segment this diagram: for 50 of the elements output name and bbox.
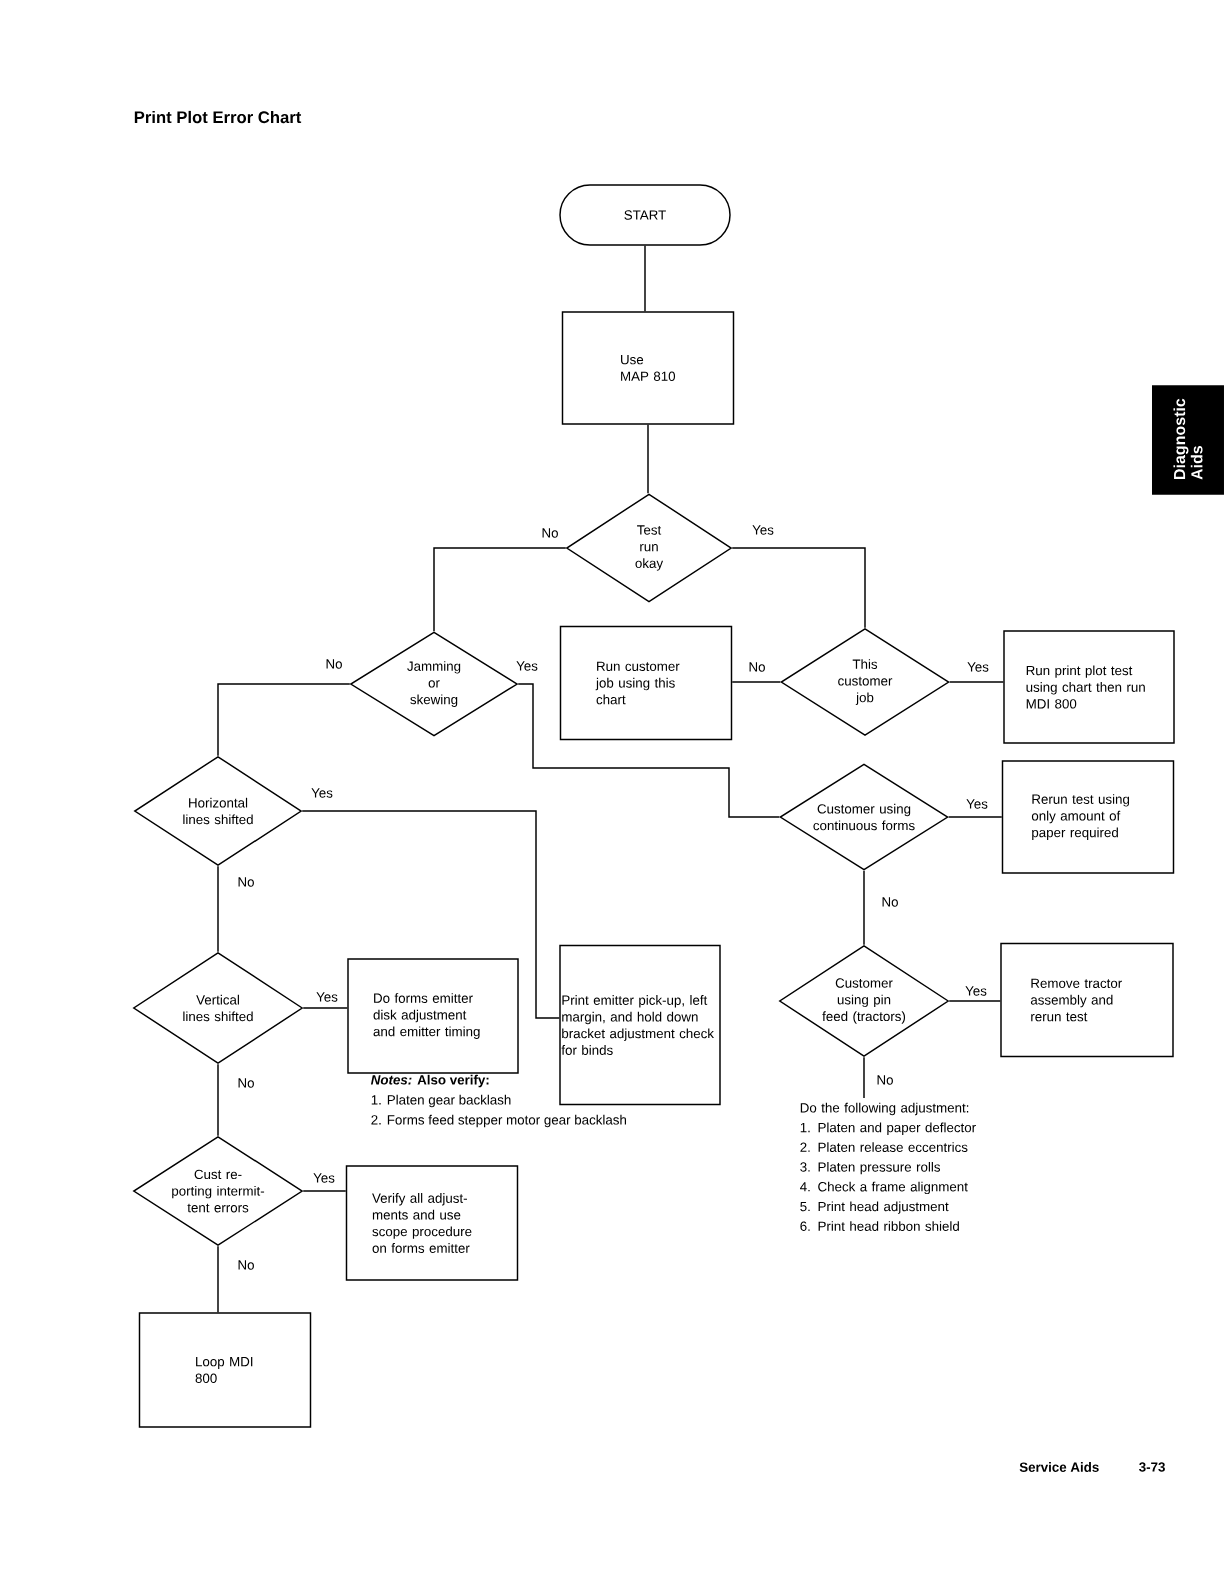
connector-line [948, 816, 1003, 818]
edge-label: Yes [963, 985, 989, 997]
connector-line [863, 870, 865, 946]
start-terminal: START [559, 184, 731, 246]
side-tab: Diagnostic Aids [1152, 385, 1224, 495]
connector-line [217, 1245, 219, 1313]
process-box: Run customer job using this chart [559, 625, 733, 741]
connector-line [647, 424, 649, 494]
connector-line [217, 1063, 219, 1137]
connector-line [302, 1190, 347, 1192]
edge-label: No [747, 661, 767, 673]
process-box: Rerun test using only amount of paper required [1001, 760, 1175, 874]
footer-text: Service Aids [1019, 1462, 1099, 1472]
edge-label: Yes [965, 661, 991, 673]
process-box: Do forms emitter disk adjustment and emitter timing [347, 958, 519, 1074]
edge-label: No [324, 658, 344, 670]
edge-label: Yes [309, 787, 335, 799]
process-box: Remove tractor assembly and rerun test [1000, 942, 1174, 1058]
edge-label: No [880, 896, 900, 908]
edge-label: Yes [311, 1172, 337, 1184]
connector-line [302, 1007, 348, 1009]
process-box: Print emitter pick-up, left margin, and hold down bracket adjustment check for binds [559, 944, 721, 1106]
connector-line [217, 865, 219, 953]
edge-label: Yes [750, 524, 776, 536]
edge-label: Yes [964, 798, 990, 810]
edge-label: No [236, 1077, 256, 1089]
connector-line [301, 810, 560, 1019]
process-box: Run print plot test using chart then run MDI 800 [1003, 630, 1175, 744]
edge-label: No [236, 1259, 256, 1271]
connector-line [217, 683, 351, 757]
connector-line [863, 1056, 865, 1099]
edge-label: No [875, 1074, 895, 1086]
connector-line [949, 681, 1004, 683]
process-box: Use MAP 810 [561, 311, 735, 425]
title: Print Plot Error Chart [134, 110, 302, 124]
connector-line [517, 683, 780, 818]
connector-line [731, 681, 781, 683]
connector-line [731, 547, 866, 629]
edge-label: No [236, 876, 256, 888]
process-box: Verify all adjust- ments and use scope procedure on forms emitter [345, 1165, 519, 1281]
connector-line [433, 547, 567, 632]
adjustment-list: Do the following adjustment: 1. Platen and paper deflector 2. Platen release eccentrics 3. Platen pressure rolls 4. Check a frame alignment 5. Print head adjustment 6. Print head ribbon shield [800, 1102, 976, 1231]
edge-label: Yes [314, 991, 340, 1003]
page-number: 3-73 [1139, 1462, 1165, 1472]
note-item: 1. Platen gear backlash [371, 1094, 511, 1108]
note-item: 2. Forms feed stepper motor gear backlash [371, 1114, 626, 1128]
edge-label: No [540, 527, 560, 539]
process-box: Loop MDI 800 [138, 1312, 312, 1428]
connector-line [644, 245, 646, 312]
connector-line [948, 1000, 1001, 1002]
